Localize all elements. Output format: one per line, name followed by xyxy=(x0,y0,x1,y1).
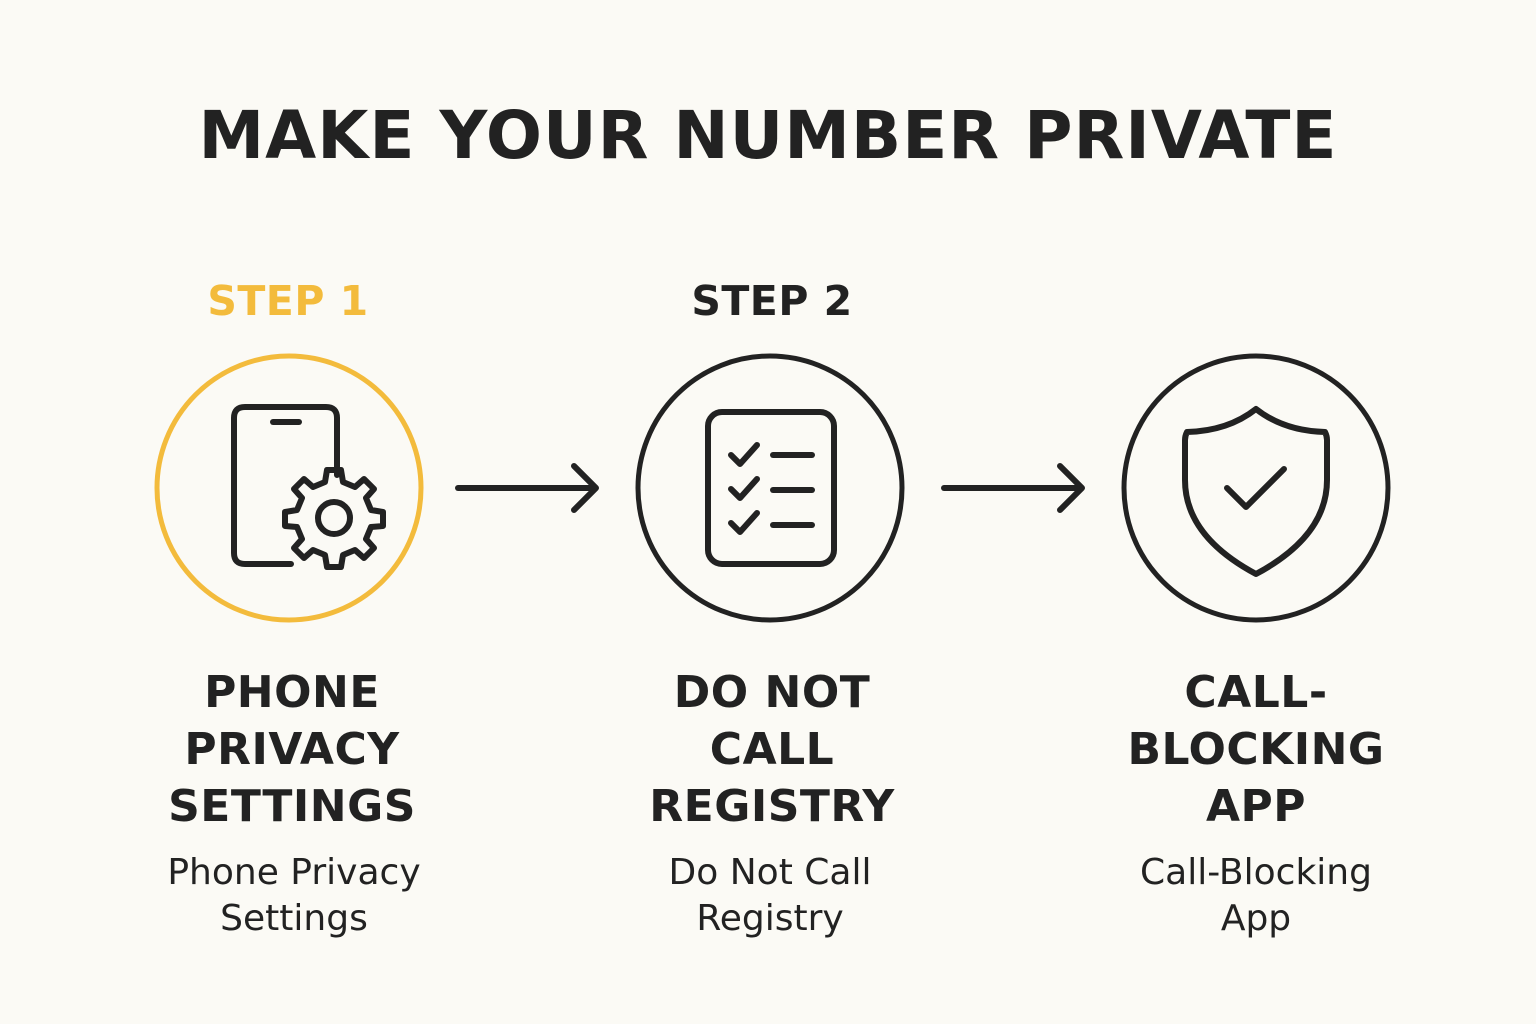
step-1-heading: PHONE PRIVACY SETTINGS xyxy=(168,667,416,832)
page-title: MAKE YOUR NUMBER PRIVATE xyxy=(198,97,1338,174)
arrow-right-icon xyxy=(940,460,1090,516)
phone-settings-icon xyxy=(154,353,424,623)
step-1-label: STEP 1 xyxy=(207,277,369,325)
step-1-description: Phone Privacy Settings xyxy=(167,852,421,939)
shield-check-icon xyxy=(1121,353,1391,623)
step-3-circle xyxy=(1120,352,1392,624)
step-3-heading: CALL- BLOCKING APP xyxy=(1127,667,1385,832)
checklist-icon xyxy=(635,353,905,623)
step-1-circle xyxy=(153,352,425,624)
step-3-description: Call-Blocking App xyxy=(1140,852,1372,939)
step-2-heading: DO NOT CALL REGISTRY xyxy=(649,667,895,832)
step-2-label: STEP 2 xyxy=(691,277,853,325)
step-2-description: Do Not Call Registry xyxy=(668,852,872,939)
arrow-right-icon xyxy=(454,460,604,516)
step-2-circle xyxy=(634,352,906,624)
